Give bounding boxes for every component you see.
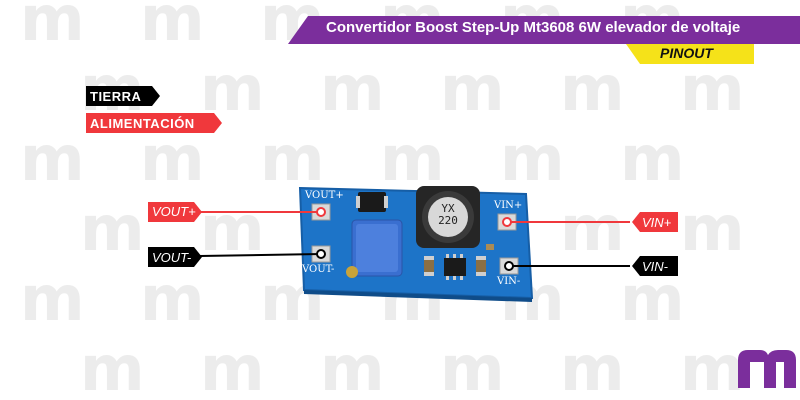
silk-vin-minus: VIN- <box>497 276 521 287</box>
watermark-mark: m <box>80 192 145 265</box>
watermark-mark: m <box>320 52 385 125</box>
diode <box>358 192 386 212</box>
legend-alimentacion-label: ALIMENTACIÓN <box>90 116 195 131</box>
pinout-subtitle: PINOUT <box>660 45 713 61</box>
silk-vin-plus: VIN+ <box>494 200 523 211</box>
watermark-mark: m <box>20 262 85 335</box>
m-logo-icon <box>738 350 796 388</box>
ic-chip <box>444 258 466 276</box>
watermark-mark: m <box>20 122 85 195</box>
wire-vout-minus <box>148 247 326 267</box>
wire-vin-plus <box>502 212 678 232</box>
watermark-mark: m <box>440 52 505 125</box>
pot-screw <box>346 266 358 278</box>
legend-tierra-tag <box>86 86 160 106</box>
title-banner <box>288 16 800 44</box>
watermark-mark: m <box>140 122 205 195</box>
pin-label-vout-plus: VOUT+ <box>152 204 196 219</box>
legend-alimentacion-tag <box>86 113 222 133</box>
pin-label-vin-minus: VIN- <box>642 259 668 274</box>
watermark-mark: m <box>680 332 745 400</box>
inductor-marking-line1: YX <box>441 202 455 215</box>
watermark-mark: m <box>440 332 505 400</box>
watermark-mark: m <box>200 192 265 265</box>
watermark-mark: m <box>560 52 625 125</box>
silk-vout-plus: VOUT+ <box>305 190 344 201</box>
page-title: Convertidor Boost Step-Up Mt3608 6W elev… <box>326 19 741 36</box>
wire-vout-plus <box>148 202 326 222</box>
pinout-badge <box>626 44 754 64</box>
watermark-mark: m <box>560 192 625 265</box>
watermark-mark: m <box>320 332 385 400</box>
watermark-mark: m <box>380 122 445 195</box>
watermark-mark: m <box>680 52 745 125</box>
watermark-mark: m <box>680 192 745 265</box>
silk-vout-minus: VOUT- <box>302 264 335 275</box>
wire-vin-minus <box>504 256 678 276</box>
watermark-mark: m <box>140 262 205 335</box>
watermark-mark: m <box>140 0 205 55</box>
watermark-mark: m <box>200 52 265 125</box>
watermark-mark: m <box>620 122 685 195</box>
watermark-mark: m <box>80 332 145 400</box>
pin-label-vin-plus: VIN+ <box>642 215 672 230</box>
watermark-mark: m <box>20 0 85 55</box>
watermark-mark: m <box>200 332 265 400</box>
watermark-mark: m <box>500 122 565 195</box>
watermark-mark: m <box>260 122 325 195</box>
watermark-mark: m <box>560 332 625 400</box>
legend-tierra-label: TIERRA <box>90 89 142 104</box>
inductor-marking: YX 220 <box>434 203 462 227</box>
pin-label-vout-minus: VOUT- <box>152 250 192 265</box>
inductor-marking-line2: 220 <box>438 214 458 227</box>
